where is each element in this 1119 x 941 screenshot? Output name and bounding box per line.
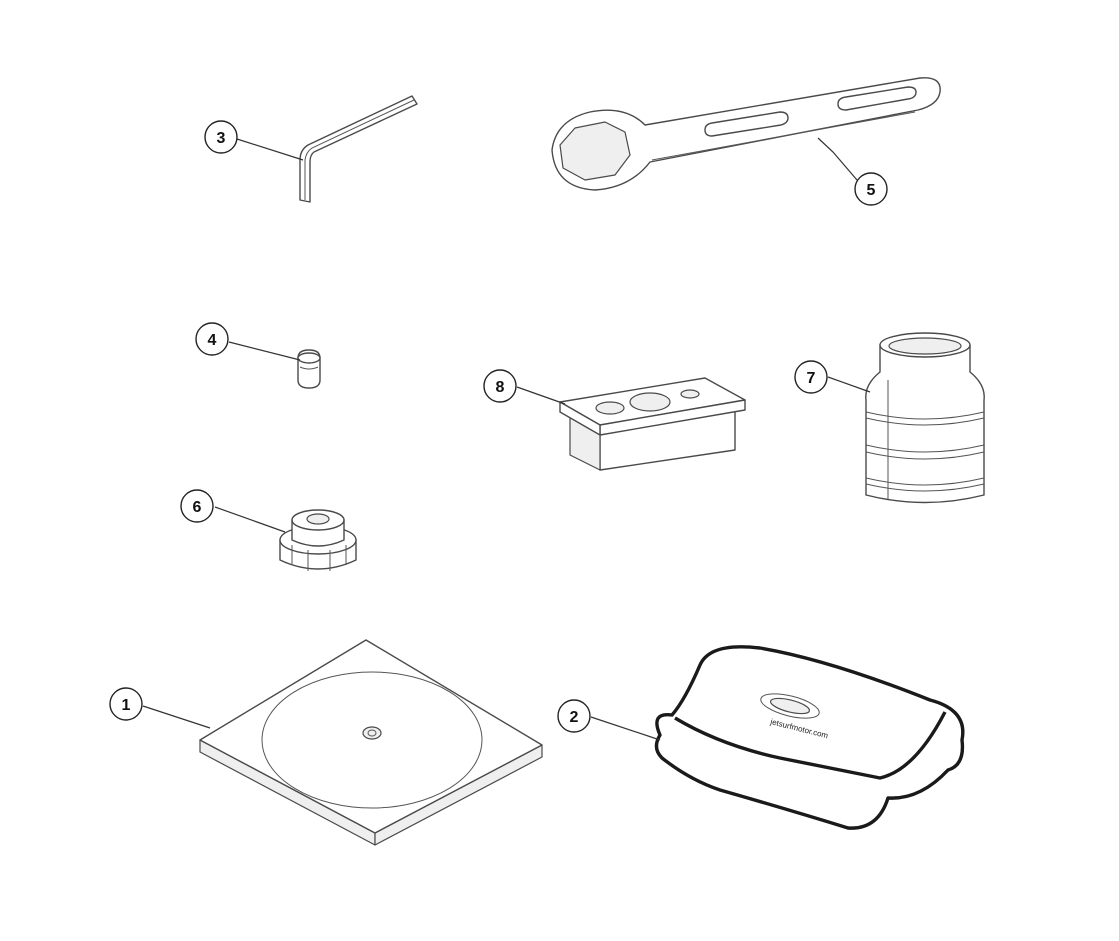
- callout-2: 2: [557, 699, 591, 733]
- callout-label-6: 6: [193, 499, 202, 516]
- pin-part: [297, 349, 321, 389]
- leader-8: [516, 386, 566, 405]
- callout-label-7: 7: [807, 370, 816, 387]
- leader-1: [142, 705, 211, 729]
- hex-key-part: [299, 95, 418, 203]
- bag-part: jetsurfmotor.com: [654, 645, 965, 830]
- callout-1: 1: [109, 687, 143, 721]
- wrench-part: [551, 77, 941, 191]
- block-part: [559, 377, 746, 471]
- callout-8: 8: [483, 369, 517, 403]
- leader-4: [228, 341, 301, 361]
- callout-5: 5: [854, 172, 888, 206]
- callout-label-8: 8: [496, 379, 505, 396]
- callout-3: 3: [204, 120, 238, 154]
- sleeve-part: [865, 332, 985, 504]
- callout-label-4: 4: [208, 332, 217, 349]
- leader-5: [817, 137, 858, 181]
- callout-6: 6: [180, 489, 214, 523]
- callout-label-3: 3: [217, 130, 226, 147]
- leader-6: [214, 506, 286, 533]
- callout-label-2: 2: [570, 709, 579, 726]
- callout-4: 4: [195, 322, 229, 356]
- leader-3: [236, 138, 304, 161]
- callout-7: 7: [794, 360, 828, 394]
- leader-lines: [142, 137, 871, 741]
- leader-7: [827, 376, 871, 393]
- plate-part: [199, 639, 543, 846]
- nut-part: [279, 509, 357, 571]
- leader-2: [590, 716, 661, 741]
- callout-label-1: 1: [122, 697, 131, 714]
- callout-label-5: 5: [867, 182, 876, 199]
